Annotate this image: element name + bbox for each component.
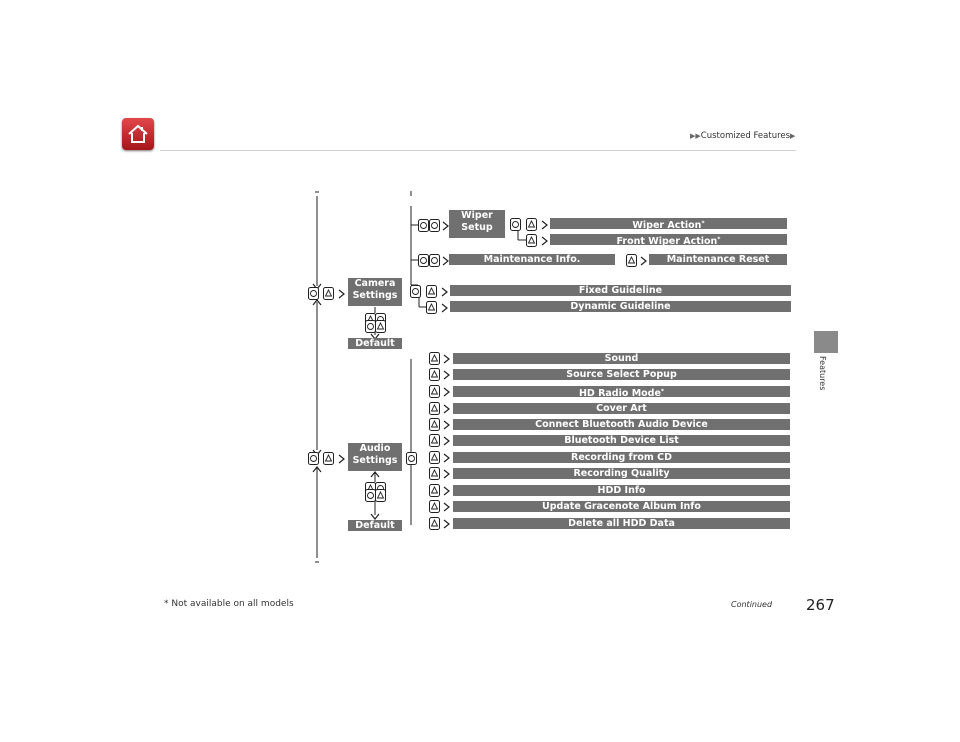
breadcrumb-arrow-icon: ▶▶ bbox=[690, 132, 701, 140]
features-tab-marker[interactable] bbox=[814, 331, 838, 353]
page-number: 267 bbox=[806, 596, 835, 614]
audio-settings-label: Audio Settings bbox=[348, 443, 402, 471]
audio-item-update-gracenote: Update Gracenote Album Info bbox=[453, 501, 790, 512]
dynamic-guideline-bar: Dynamic Guideline bbox=[450, 301, 791, 312]
audio-item-hd-radio-mode: HD Radio Mode* bbox=[453, 386, 790, 397]
audio-item-source-select-popup: Source Select Popup bbox=[453, 369, 790, 380]
audio-item-recording-from-cd: Recording from CD bbox=[453, 452, 790, 463]
audio-item-hdd-info: HDD Info bbox=[453, 485, 790, 496]
audio-item-connect-bluetooth: Connect Bluetooth Audio Device bbox=[453, 419, 790, 430]
camera-default-label: Default bbox=[348, 338, 402, 349]
footnote: * Not available on all models bbox=[164, 599, 294, 609]
front-wiper-action-bar: Front Wiper Action* bbox=[550, 234, 787, 245]
wiper-action-bar: Wiper Action* bbox=[550, 218, 787, 229]
features-tab-label: Features bbox=[818, 356, 827, 391]
wiper-setup-label: Wiper Setup bbox=[449, 210, 505, 238]
audio-item-recording-quality: Recording Quality bbox=[453, 468, 790, 479]
maintenance-reset-bar: Maintenance Reset bbox=[649, 254, 787, 265]
continued-label: Continued bbox=[731, 600, 773, 609]
camera-settings-label: Camera Settings bbox=[348, 278, 402, 306]
audio-item-delete-hdd-data: Delete all HDD Data bbox=[453, 518, 790, 529]
breadcrumb-arrow-icon: ▶ bbox=[790, 132, 796, 140]
home-button[interactable] bbox=[122, 118, 154, 150]
audio-item-sound: Sound bbox=[453, 353, 790, 364]
maintenance-info-bar: Maintenance Info. bbox=[449, 254, 615, 265]
audio-item-cover-art: Cover Art bbox=[453, 403, 790, 414]
audio-item-bluetooth-device-list: Bluetooth Device List bbox=[453, 435, 790, 446]
fixed-guideline-bar: Fixed Guideline bbox=[450, 285, 791, 296]
audio-default-label: Default bbox=[348, 520, 402, 531]
home-icon bbox=[128, 124, 148, 143]
header-divider bbox=[160, 150, 796, 151]
breadcrumb[interactable]: ▶▶Customized Features▶ bbox=[690, 131, 796, 141]
